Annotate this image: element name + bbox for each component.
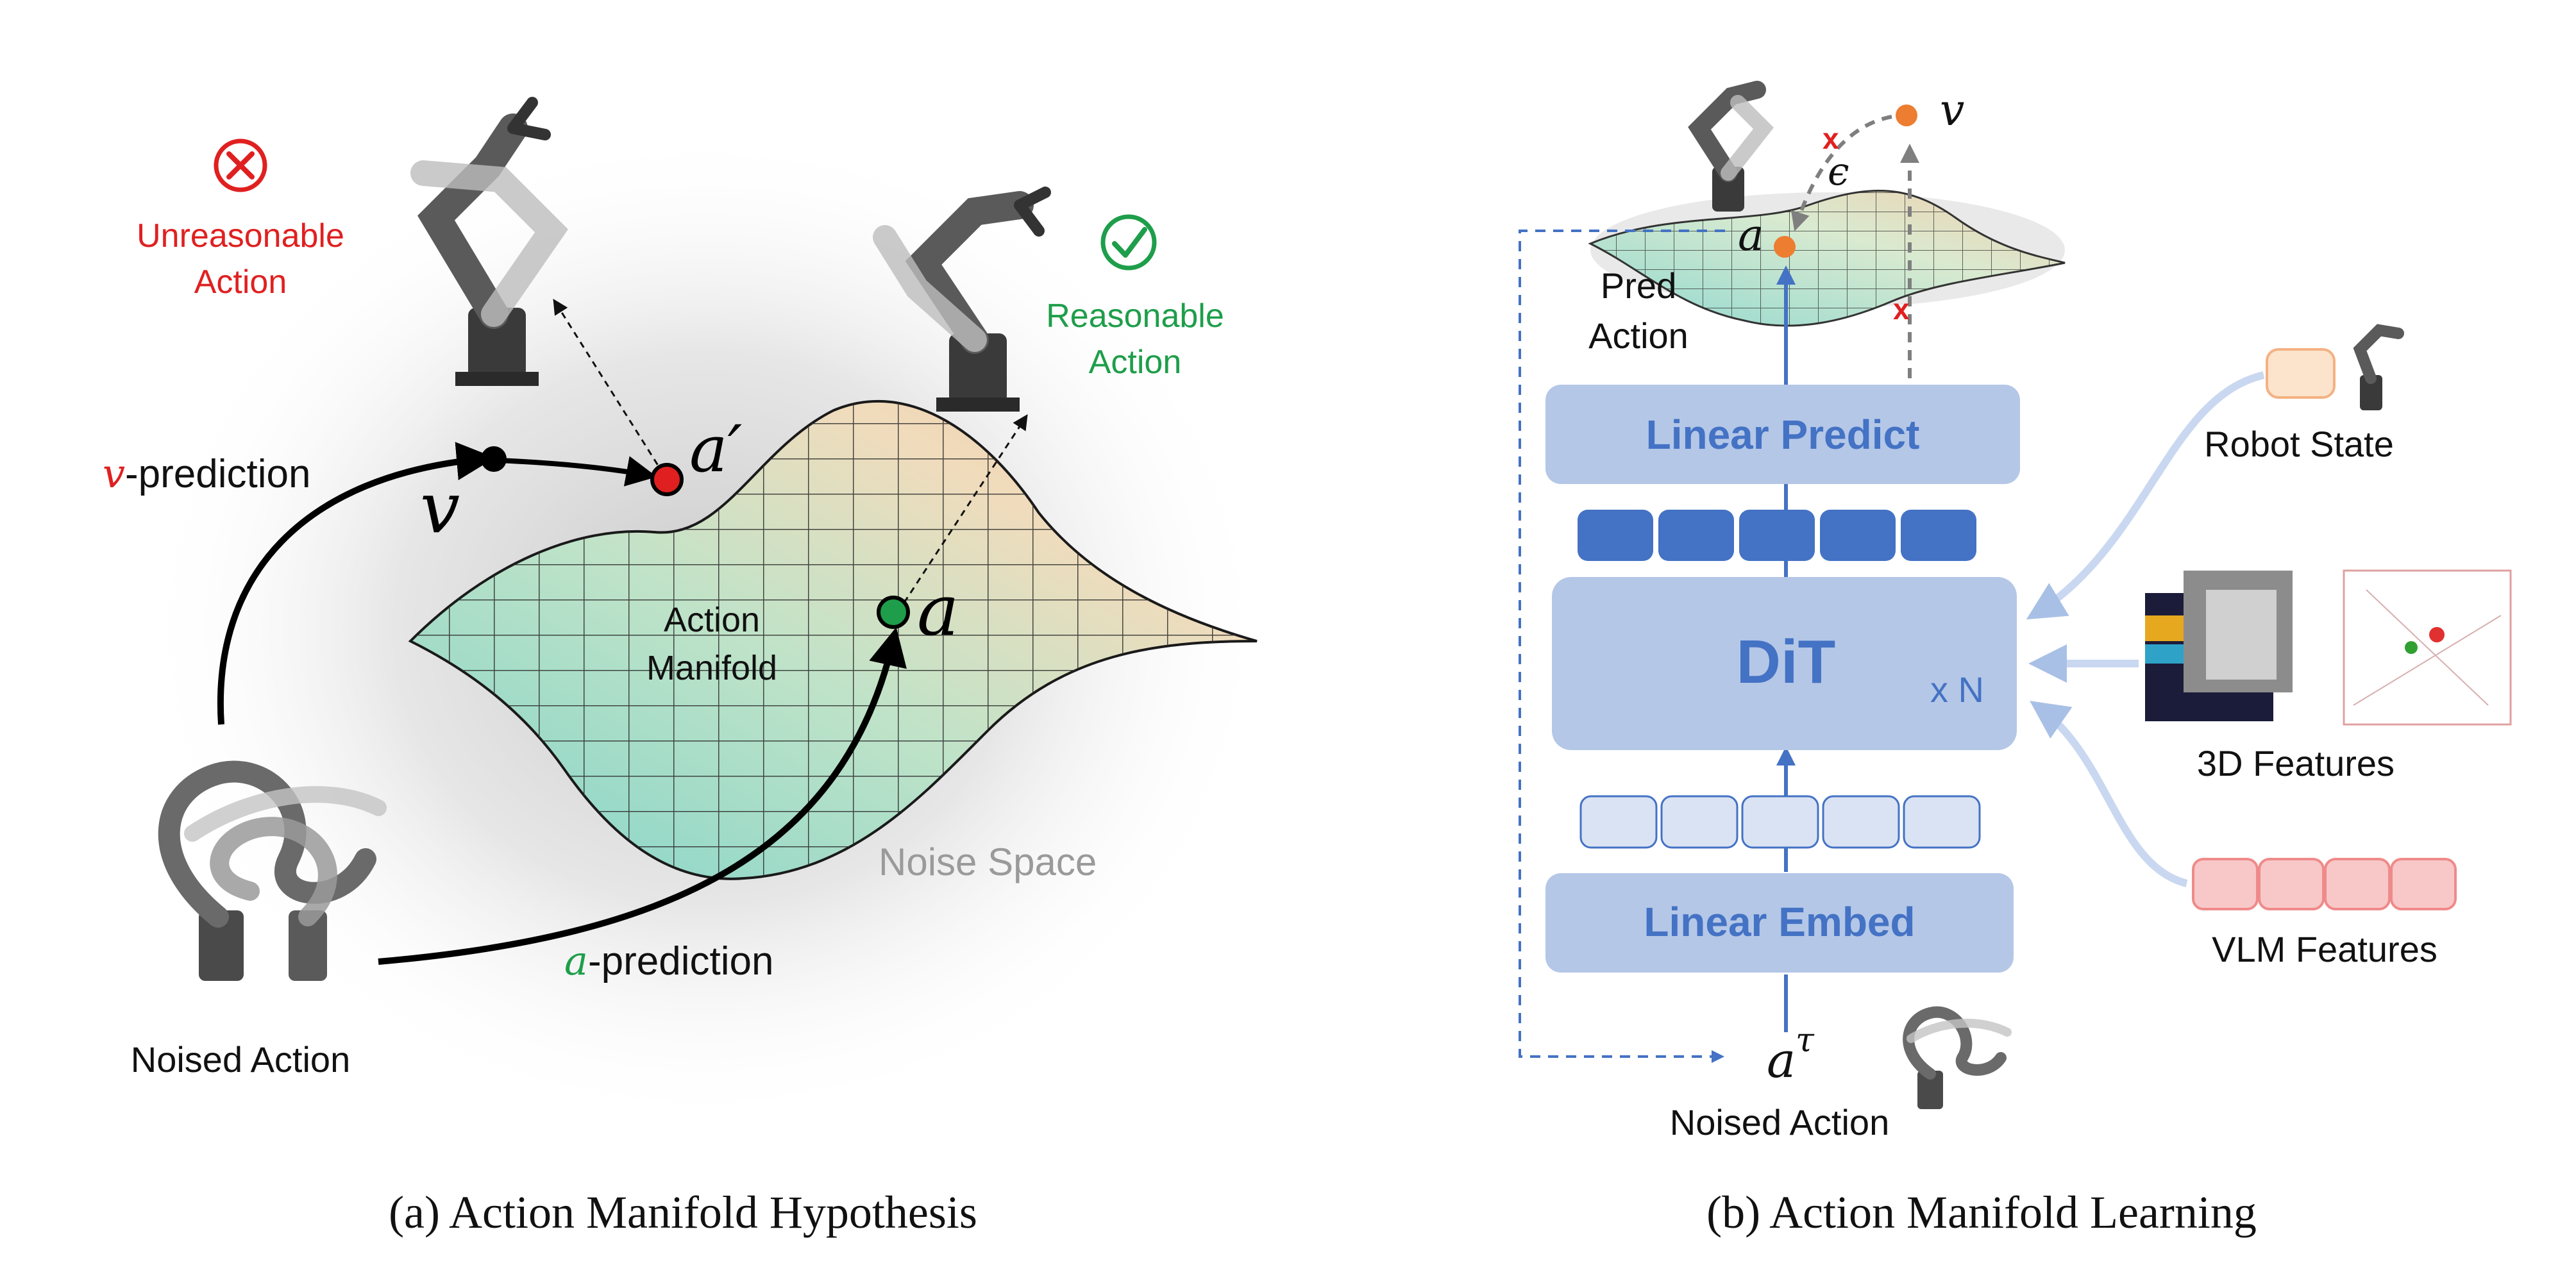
reasonable-action-label-2: Action (1089, 344, 1182, 381)
robot-arm-pred-icon (1688, 81, 1774, 212)
input-token (1822, 795, 1900, 849)
output-token (1739, 510, 1815, 561)
input-tokens (1579, 795, 1981, 849)
a-prime-label: a′ (689, 412, 743, 487)
epsilon-label: ϵ (1828, 149, 1849, 194)
robot-state-arrow (2026, 371, 2265, 620)
unreasonable-x-icon (214, 138, 267, 192)
linear-predict-label: Linear Predict (1646, 412, 1920, 458)
robot-arm-unreasonable-icon (410, 97, 568, 386)
reasonable-action-label: Reasonable (1046, 297, 1224, 335)
a-label: a (917, 569, 959, 651)
linear-embed-label: Linear Embed (1644, 899, 1915, 945)
input-token (1579, 795, 1658, 849)
input-token (1903, 795, 1981, 849)
v-point (481, 446, 507, 472)
output-token (1658, 510, 1734, 561)
pred-a-label: a (1738, 210, 1764, 261)
input-token (1660, 795, 1738, 849)
epsilon-dashed-arrow (1790, 115, 1892, 231)
reasonable-check-icon (1100, 214, 1157, 271)
vlm-features-label: VLM Features (2212, 929, 2437, 969)
dit-block (1552, 577, 2017, 750)
a-tau-label: a (1767, 1032, 1796, 1089)
noised-action-label-a: Noised Action (131, 1039, 350, 1080)
3d-features-thumbnails (2145, 569, 2512, 726)
pointer-to-reasonable-robot (897, 414, 1028, 613)
a-prediction-arrow (378, 627, 907, 965)
caption-a: (a) Action Manifold Hypothesis (389, 1187, 977, 1238)
a-prime-point (650, 463, 684, 496)
output-token (1578, 510, 1653, 561)
action-manifold-label-2: Manifold (646, 649, 777, 687)
noise-space-label: Noise Space (879, 841, 1097, 883)
vlm-feature-tokens (2192, 858, 2457, 910)
caption-b: (b) Action Manifold Learning (1706, 1187, 2257, 1238)
vlm-features-arrow (2030, 701, 2188, 887)
a-prediction-label: a-prediction (564, 937, 773, 984)
v-prediction-arrow (217, 442, 495, 725)
v-to-a-prime-arrow (496, 456, 657, 487)
a-point (877, 596, 910, 629)
pred-action-label-2: Action (1588, 315, 1688, 356)
v-label-b: v (1940, 85, 1964, 136)
tau-superscript: τ (1796, 1021, 1815, 1060)
dit-label: DiT (1737, 628, 1836, 696)
output-token (1820, 510, 1896, 561)
input-token (1741, 795, 1819, 849)
unreasonable-action-label-2: Action (194, 263, 287, 301)
robot-state-label: Robot State (2204, 424, 2394, 464)
vlm-token (2390, 858, 2457, 910)
action-manifold-surface (408, 399, 1258, 880)
panel-b: Pred Action a v x ϵ x Linear Predict DiT… (1519, 81, 2512, 1238)
epsilon-cross: x (1823, 122, 1839, 155)
vlm-token (2258, 858, 2325, 910)
robot-state-token (2266, 348, 2336, 399)
3d-features-label: 3D Features (2197, 743, 2395, 783)
v-point-b (1896, 105, 1917, 126)
output-token (1901, 510, 1976, 561)
linear-embed-block (1545, 873, 2014, 973)
vlm-token (2192, 858, 2259, 910)
robot-arm-reasonable-icon (873, 187, 1051, 412)
unreasonable-action-label: Unreasonable (137, 217, 344, 255)
v-point-label: v (420, 467, 460, 549)
pred-action-label: Pred (1601, 265, 1676, 306)
pred-a-point (1774, 236, 1796, 258)
v-prediction-label: v-prediction (103, 450, 311, 497)
dit-repeat-label: x N (1930, 669, 1984, 710)
v-cross: x (1893, 292, 1910, 326)
action-manifold-label: Action (664, 601, 760, 639)
pred-action-manifold (1588, 189, 2066, 327)
linear-predict-block (1545, 385, 2020, 484)
vlm-token (2324, 858, 2391, 910)
robot-arm-noised-icon (158, 760, 387, 981)
panel-a: Unreasonable Action Reasonable Action v-… (103, 97, 1270, 1238)
output-tokens (1578, 510, 1976, 561)
robot-arm-noised-icon-b (1903, 1006, 2012, 1109)
noised-action-label-b: Noised Action (1670, 1102, 1889, 1142)
feedback-dashed-loop (1519, 230, 1725, 1063)
robot-arm-state-icon (2353, 324, 2404, 410)
